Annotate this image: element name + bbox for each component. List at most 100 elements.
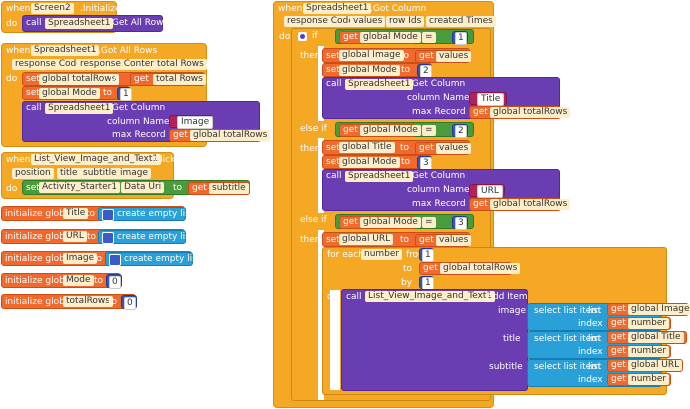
variable-dropdown[interactable]: number [628,318,670,329]
component-dropdown[interactable]: Spreadsheet1 [303,3,372,14]
param-total-rows[interactable]: total Rows [154,59,207,70]
call-get-column-block[interactable]: call Spreadsheet1 .Get Column column Nam… [322,169,571,211]
init-global-url-block[interactable]: initialize global URL to create empty li… [1,229,193,244]
variable-dropdown[interactable]: global Mode [360,125,421,136]
text-block[interactable]: Title [469,92,507,106]
component-dropdown[interactable]: Activity_Starter1 [39,182,121,193]
create-empty-list-block[interactable]: create empty list [105,252,200,266]
text-value[interactable]: Image [177,116,214,129]
component-dropdown[interactable]: List_View_Image_and_Text1 [31,154,162,165]
init-global-title-block[interactable]: initialize global Title to create empty … [1,206,193,221]
variable-dropdown[interactable]: global totalRows [190,130,271,141]
number-block[interactable]: 3 [452,216,468,230]
param-subtitle[interactable]: subtitle [80,168,120,179]
number-block[interactable]: 1 [419,248,434,262]
global-name[interactable]: totalRows [63,296,113,307]
get-block[interactable]: get number [607,345,671,358]
variable-dropdown[interactable]: global Mode [39,88,100,99]
variable-dropdown[interactable]: global Mode [339,65,400,76]
param-row-ids[interactable]: row Ids [386,16,425,27]
get-block[interactable]: get global totalRows [469,106,571,119]
variable-dropdown[interactable]: global Title [339,142,395,153]
param-image[interactable]: image [117,168,152,179]
number-block[interactable]: 1 [117,87,132,101]
get-block[interactable]: get global totalRows [169,129,271,142]
param-position[interactable]: position [12,168,54,179]
loop-variable[interactable]: number [361,249,403,260]
get-block[interactable]: get global Mode [339,216,421,229]
number-value[interactable]: 1 [120,88,132,101]
component-dropdown[interactable]: Spreadsheet1 [345,171,414,182]
get-block[interactable]: get global Title [607,331,687,344]
global-name[interactable]: Title [63,208,89,219]
global-name[interactable]: Mode [63,275,94,286]
get-block[interactable]: get global totalRows [469,198,571,211]
variable-dropdown[interactable]: global Image [628,304,690,315]
number-block[interactable]: 1 [452,31,468,45]
variable-dropdown[interactable]: total Rows [153,74,206,85]
init-global-image-block[interactable]: initialize global Image to create empty … [1,251,200,266]
component-dropdown[interactable]: Spreadsheet1 [45,103,114,114]
param-response-code[interactable]: response Code [284,16,357,27]
get-block[interactable]: get values [415,142,472,155]
compare-block[interactable]: get global Mode = 1 [335,29,474,45]
set-global-title-block[interactable]: set global Title to get values [322,140,472,155]
number-block[interactable]: 0 [121,295,137,310]
variable-dropdown[interactable]: global totalRows [490,199,571,210]
number-block[interactable]: 3 [417,156,432,170]
property-dropdown[interactable]: Data Uri [121,182,165,193]
mutator-gear-icon[interactable] [298,32,307,41]
variable-dropdown[interactable]: global Mode [360,32,421,43]
get-block[interactable]: get global Image [607,303,690,316]
number-value[interactable]: 0 [124,297,136,310]
global-name[interactable]: URL [63,231,87,242]
number-value[interactable]: 1 [455,32,467,45]
variable-dropdown[interactable]: subtitle [209,183,249,194]
variable-dropdown[interactable]: global URL [339,234,394,245]
get-block[interactable]: get values [415,50,472,63]
operator-dropdown[interactable]: = [422,217,436,228]
call-block[interactable]: call Spreadsheet1 .Get All Rows [22,15,168,32]
mutator-gear-icon[interactable] [102,232,114,244]
get-block[interactable]: get total Rows [130,73,206,86]
variable-dropdown[interactable]: global Image [339,50,404,61]
component-dropdown[interactable]: Spreadsheet1 [45,18,114,29]
event-block-screen-initialize[interactable]: when Screen2 .Initialize do call Spreads… [1,1,168,33]
variable-dropdown[interactable]: global totalRows [39,74,120,85]
number-block[interactable]: 1 [419,276,434,290]
component-dropdown[interactable]: Spreadsheet1 [31,45,100,56]
variable-dropdown[interactable]: values [436,143,472,154]
variable-dropdown[interactable]: global totalRows [440,263,521,274]
number-value[interactable]: 0 [109,276,121,289]
component-dropdown[interactable]: Spreadsheet1 [345,79,414,90]
variable-dropdown[interactable]: number [628,346,670,357]
global-name[interactable]: Image [63,253,98,264]
number-block[interactable]: 2 [452,124,468,138]
param-response-code[interactable]: response Code [12,59,85,70]
variable-dropdown[interactable]: number [628,374,670,385]
number-block[interactable]: 0 [106,274,122,289]
text-value[interactable]: URL [477,185,503,198]
number-value[interactable]: 3 [455,217,467,230]
variable-dropdown[interactable]: global Mode [360,217,421,228]
set-global-url-block[interactable]: set global URL to get values [322,232,472,247]
number-value[interactable]: 2 [455,125,467,138]
set-totalrows-block[interactable]: set global totalRows to get total Rows [22,72,206,86]
get-block[interactable]: get global Mode [339,124,421,137]
variable-dropdown[interactable]: global URL [628,360,683,371]
component-dropdown[interactable]: Screen2 [31,3,74,14]
mutator-gear-icon[interactable] [102,209,114,221]
operator-dropdown[interactable]: = [422,32,436,43]
get-block[interactable]: get global URL [607,359,683,372]
mutator-gear-icon[interactable] [109,254,121,266]
get-block[interactable]: get subtitle [188,182,250,195]
variable-dropdown[interactable]: global totalRows [490,107,571,118]
number-value[interactable]: 1 [422,249,434,262]
param-response-content[interactable]: response Content [77,59,163,70]
param-created-times[interactable]: created Times [426,16,496,27]
compare-block[interactable]: get global Mode = 2 [335,122,474,138]
call-get-column-block[interactable]: call Spreadsheet1 .Get Column column Nam… [22,101,271,142]
number-block[interactable]: 2 [417,64,432,78]
component-dropdown[interactable]: List_View_Image_and_Text1 [365,291,496,302]
variable-dropdown[interactable]: values [436,51,472,62]
